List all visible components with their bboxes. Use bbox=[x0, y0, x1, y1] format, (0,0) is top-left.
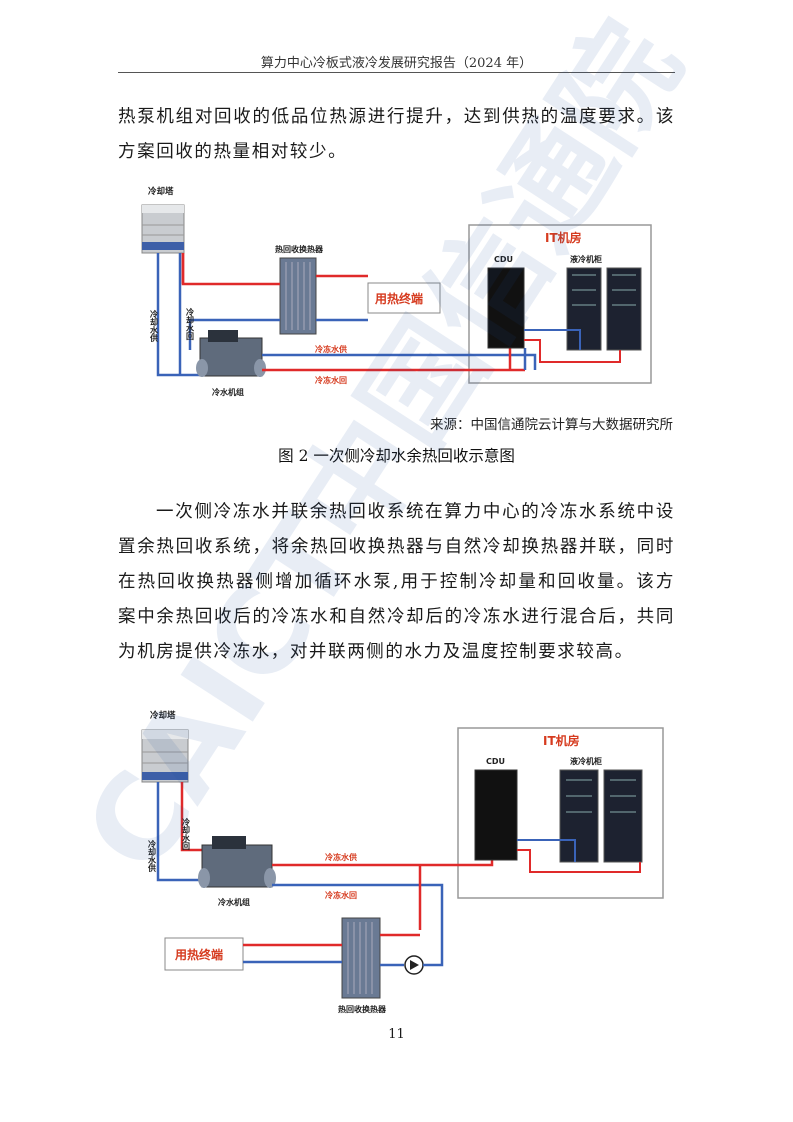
it-room-box-2 bbox=[457, 727, 664, 899]
it-room-box bbox=[468, 224, 652, 384]
figure-1-source: 来源：中国信通院云计算与大数据研究所 bbox=[430, 417, 673, 433]
page-number: 11 bbox=[388, 1027, 405, 1042]
cooling-tower-label-2: 冷却塔 bbox=[150, 710, 176, 721]
chiller-label: 冷水机组 bbox=[212, 387, 244, 397]
heat-terminal-label: 用热终端 bbox=[374, 291, 423, 306]
figure-1-diagram: IT机房 冷却塔 热回收换热器 用热终端 冷却水供 冷却水回 冷水机组 bbox=[141, 186, 652, 397]
cooling-tower-icon bbox=[141, 204, 185, 254]
cooling-return-label: 冷却水回 bbox=[185, 307, 195, 341]
page-header: 算力中心冷板式液冷发展研究报告（2024 年） bbox=[260, 56, 533, 71]
cdu-label-2: CDU bbox=[486, 757, 505, 766]
paragraph-2: 一次侧冷冻水并联余热回收系统在算力中心的冷冻水系统中设置余热回收系统，将余热回收… bbox=[118, 502, 675, 662]
rack-icon-2 bbox=[559, 769, 643, 863]
heat-terminal-label-2: 用热终端 bbox=[174, 947, 223, 962]
it-room-label: IT机房 bbox=[545, 230, 582, 245]
cdu-icon-2 bbox=[474, 769, 518, 861]
chilled-return-label: 冷冻水回 bbox=[315, 375, 347, 385]
cooling-tower-label: 冷却塔 bbox=[148, 186, 174, 197]
chiller-icon-2 bbox=[198, 836, 276, 888]
rack-icon bbox=[566, 267, 642, 351]
chilled-return-label-2: 冷冻水回 bbox=[325, 890, 357, 900]
figure-1-title: 图 2 一次侧冷却水余热回收示意图 bbox=[278, 447, 515, 465]
chiller-label-2: 冷水机组 bbox=[218, 897, 250, 907]
chilled-supply-label-2: 冷冻水供 bbox=[325, 852, 357, 862]
it-room-label-2: IT机房 bbox=[543, 733, 580, 748]
heat-terminal-box bbox=[367, 282, 441, 314]
paragraph-1: 热泵机组对回收的低品位热源进行提升，达到供热的温度要求。该方案回收的热量相对较少… bbox=[118, 107, 675, 162]
rack-label-2: 液冷机柜 bbox=[570, 756, 602, 766]
cooling-supply-label: 冷却水供 bbox=[149, 309, 159, 343]
heat-exchanger-label-2: 热回收换热器 bbox=[338, 1004, 387, 1014]
chilled-supply-label: 冷冻水供 bbox=[315, 344, 347, 354]
cdu-label: CDU bbox=[494, 255, 513, 264]
cdu-icon bbox=[487, 267, 525, 349]
rack-label: 液冷机柜 bbox=[570, 254, 602, 264]
heat-exchanger-icon bbox=[279, 257, 317, 335]
heat-exchanger-icon-2 bbox=[341, 917, 381, 999]
heat-terminal-box-2 bbox=[164, 937, 244, 971]
heat-exchanger-label: 热回收换热器 bbox=[275, 244, 324, 254]
cooling-return-label-2: 冷却水回 bbox=[181, 817, 191, 851]
cooling-supply-label-2: 冷却水供 bbox=[147, 839, 157, 873]
chiller-icon bbox=[196, 330, 266, 377]
figure-2-diagram: IT机房 冷却塔 冷却水回 冷却水供 冷水机组 冷冻水供 冷冻水回 CDU 液冷… bbox=[141, 710, 664, 1014]
header-rule bbox=[118, 72, 675, 73]
cooling-tower-icon-2 bbox=[141, 729, 189, 783]
